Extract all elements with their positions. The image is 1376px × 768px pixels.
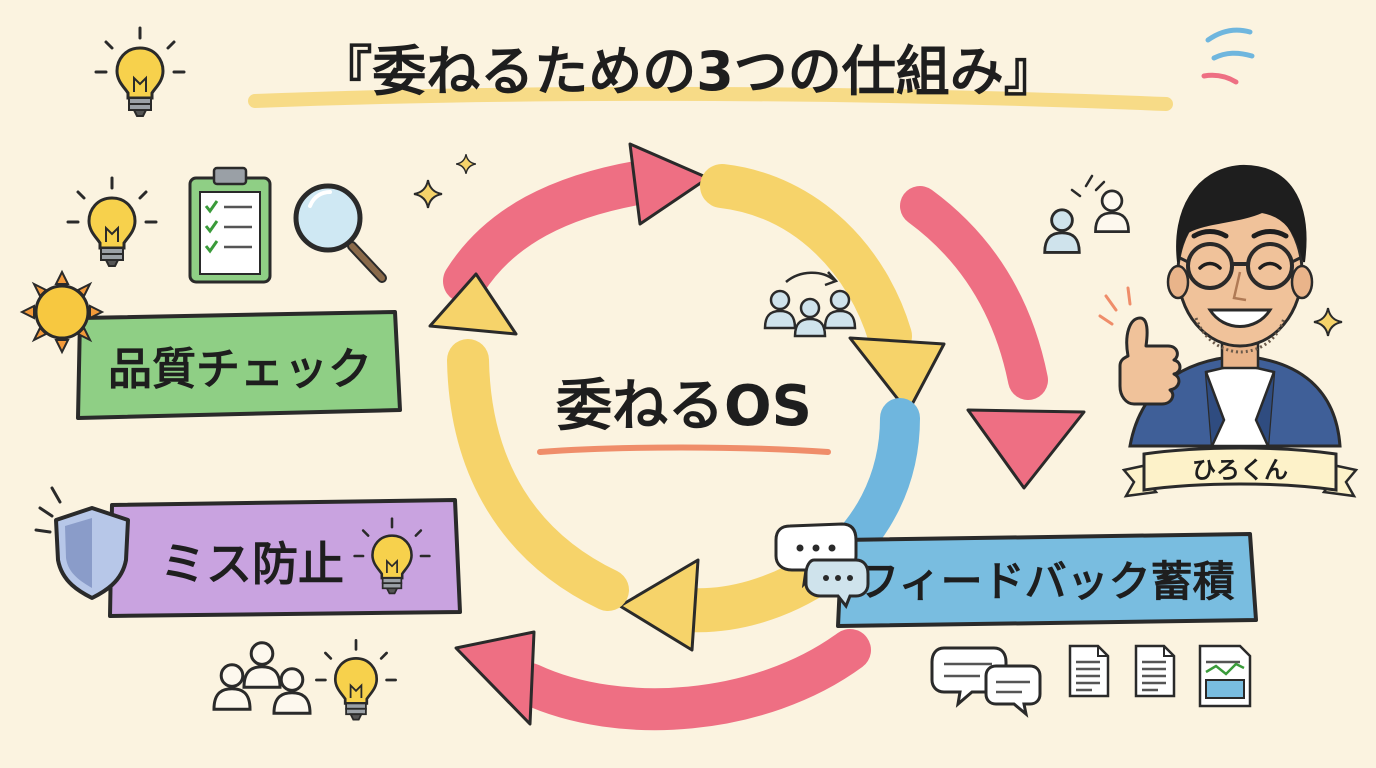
pillar-feedback: フィードバック蓄積 xyxy=(836,532,1258,628)
presenter-avatar xyxy=(1128,164,1342,448)
sparkle-icon xyxy=(413,153,477,209)
title-underline xyxy=(248,86,1173,111)
center-underline xyxy=(537,444,831,455)
chat-bubble-icon xyxy=(774,522,870,609)
pillar-feedback-label: フィードバック蓄積 xyxy=(857,557,1234,606)
people-group-icon xyxy=(763,271,857,338)
magnifier-icon xyxy=(293,183,387,283)
pillar-mistake-prevention: ミス防止 xyxy=(108,498,462,618)
pillar-mistake-prevention-label: ミス防止 xyxy=(160,537,344,591)
clipboard-checklist-icon xyxy=(188,166,272,284)
sparkle-icon xyxy=(1313,307,1343,337)
lightbulb-icon xyxy=(315,639,397,721)
pillar-quality-check-label: 品質チェック xyxy=(108,344,372,395)
cycle-arrow-right xyxy=(700,164,946,414)
document-icon xyxy=(1198,644,1252,708)
sun-icon xyxy=(19,269,105,355)
outer-arrow-right xyxy=(900,186,1086,490)
spark-lines-icon xyxy=(1201,27,1255,85)
cycle-arrow-top xyxy=(443,142,710,303)
presenter-name: ひろくん xyxy=(1192,456,1288,484)
pillar-quality-check: 品質チェック xyxy=(76,310,402,420)
cycle-arrow-bottom xyxy=(618,548,844,652)
chat-bubble-icon xyxy=(930,646,1042,718)
thumbs-up-icon xyxy=(1098,286,1182,406)
page-title: 『委ねるための3つの仕組み』 xyxy=(318,40,1058,103)
shield-icon xyxy=(34,486,130,600)
lightbulb-icon xyxy=(94,26,186,118)
document-icon xyxy=(1134,644,1176,698)
person-icon xyxy=(1043,174,1130,254)
outer-arrow-bottom xyxy=(454,629,871,731)
lightbulb-icon xyxy=(66,176,158,268)
name-ribbon: ひろくん xyxy=(1121,446,1359,498)
center-label: 委ねるOS xyxy=(556,374,812,439)
document-icon xyxy=(1068,644,1110,698)
people-group-icon xyxy=(212,641,312,715)
cycle-arrow-left xyxy=(428,272,629,611)
